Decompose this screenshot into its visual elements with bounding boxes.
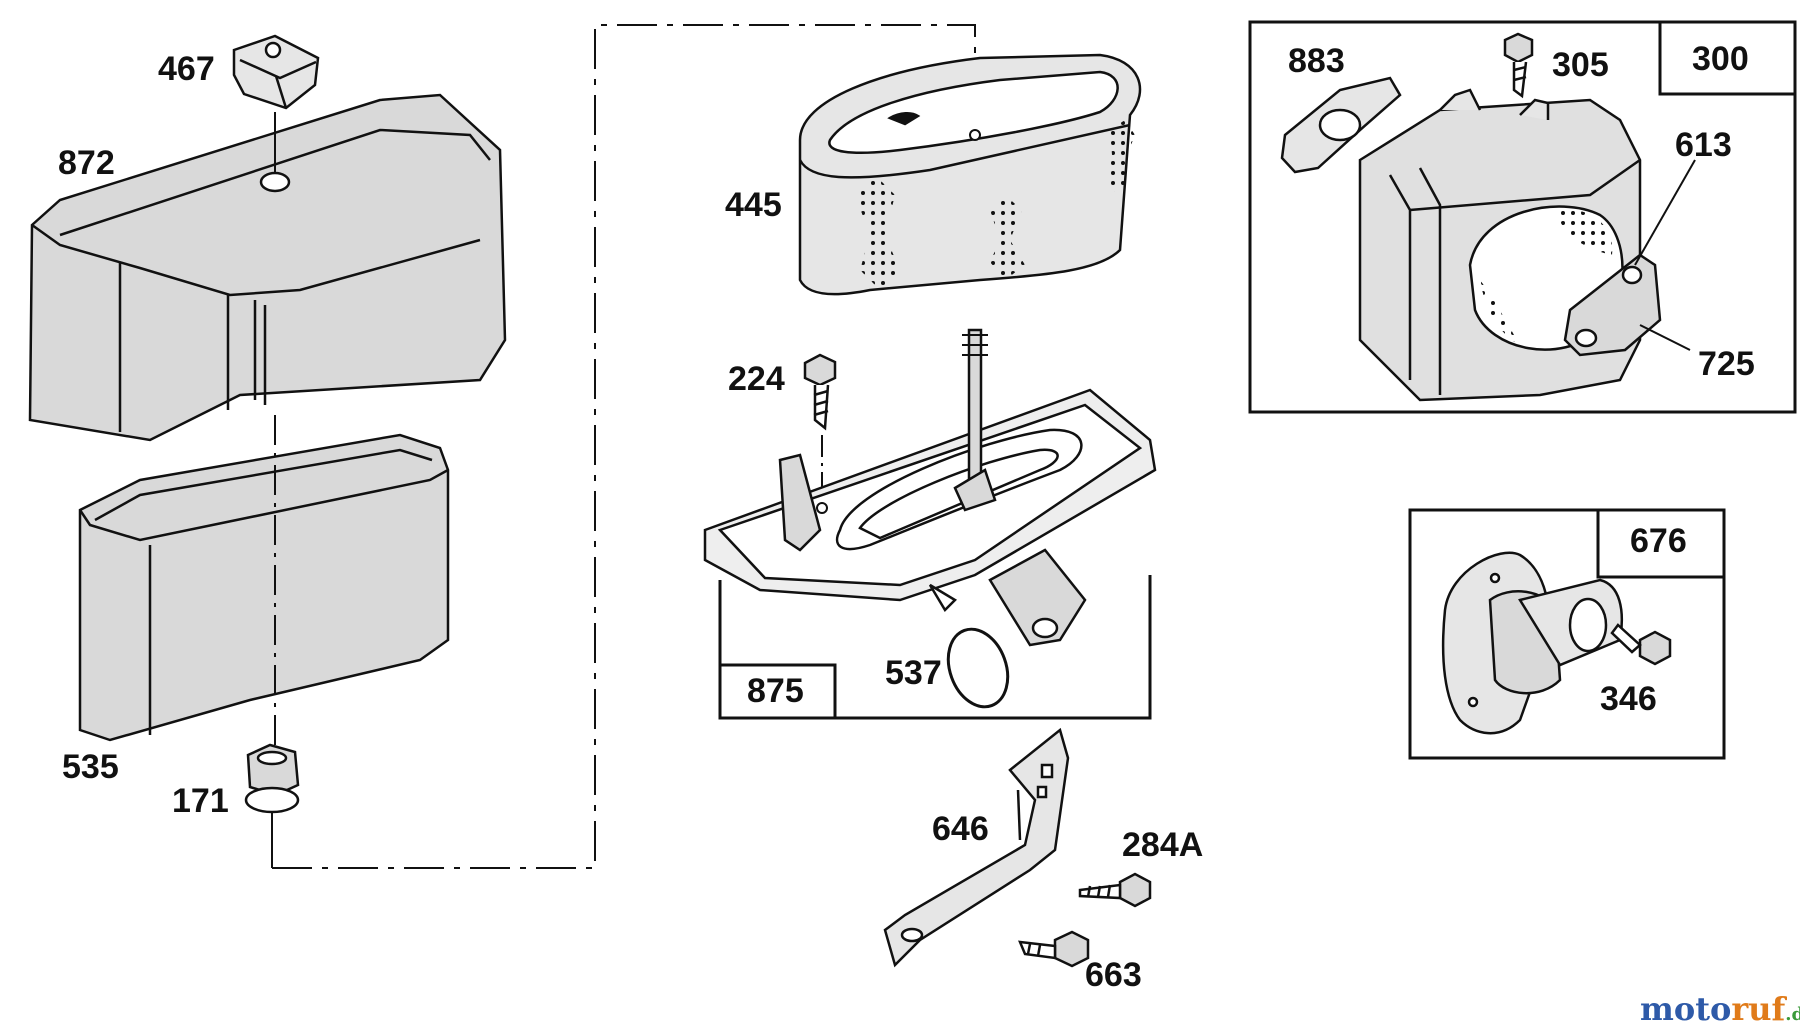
leader-725: [1639, 324, 1691, 351]
label-725: 725: [1698, 345, 1755, 383]
screw-346: [1610, 623, 1672, 666]
label-346: 346: [1600, 680, 1657, 718]
screw-305: [1503, 32, 1534, 99]
box-300: [1658, 20, 1797, 96]
assembly-connector-line: [272, 24, 976, 869]
label-171: 171: [172, 782, 229, 820]
watermark-moto: moto: [1640, 990, 1731, 1028]
label-883: 883: [1288, 42, 1345, 80]
box-875: [718, 663, 837, 720]
label-613: 613: [1675, 126, 1732, 164]
label-872: 872: [58, 144, 115, 182]
label-875: 875: [747, 672, 804, 710]
base-hole: [816, 502, 828, 514]
grommet-on-cover: [259, 171, 291, 193]
label-646: 646: [932, 810, 989, 848]
label-300: 300: [1692, 40, 1749, 78]
pre-cleaner-535: [78, 433, 450, 742]
box-676: [1596, 508, 1726, 579]
label-537: 537: [885, 654, 942, 692]
watermark-logo: motoruf.de: [1640, 990, 1800, 1028]
bracket-646: [883, 727, 1070, 968]
label-676: 676: [1630, 522, 1687, 560]
spark-arrestor: [1441, 551, 1624, 735]
muffler-gasket-883: [1280, 76, 1402, 174]
label-535: 535: [62, 748, 119, 786]
label-445: 445: [725, 186, 782, 224]
watermark-de: .de: [1785, 1004, 1800, 1025]
wing-nut-171: [244, 743, 300, 814]
air-cleaner-cover-872: [28, 93, 507, 442]
watermark-ruf: ruf: [1731, 990, 1787, 1028]
screw-284a: [1078, 872, 1152, 908]
bracket-875: [718, 575, 1152, 720]
air-filter-445: [798, 53, 1142, 296]
box-676-frame: [1408, 508, 1726, 760]
leader-613: [1634, 159, 1696, 266]
label-663: 663: [1085, 956, 1142, 994]
filter-hole: [969, 129, 981, 141]
muffler: [1358, 88, 1662, 402]
gasket-537: [946, 627, 1010, 709]
air-cleaner-base: [703, 328, 1157, 647]
label-284a: 284A: [1122, 826, 1203, 864]
knob-467: [232, 34, 320, 110]
label-467: 467: [158, 50, 215, 88]
box-300-frame: [1248, 20, 1797, 414]
label-224: 224: [728, 360, 785, 398]
screw-224: [803, 353, 837, 431]
screw-663: [1018, 930, 1090, 968]
label-305: 305: [1552, 46, 1609, 84]
